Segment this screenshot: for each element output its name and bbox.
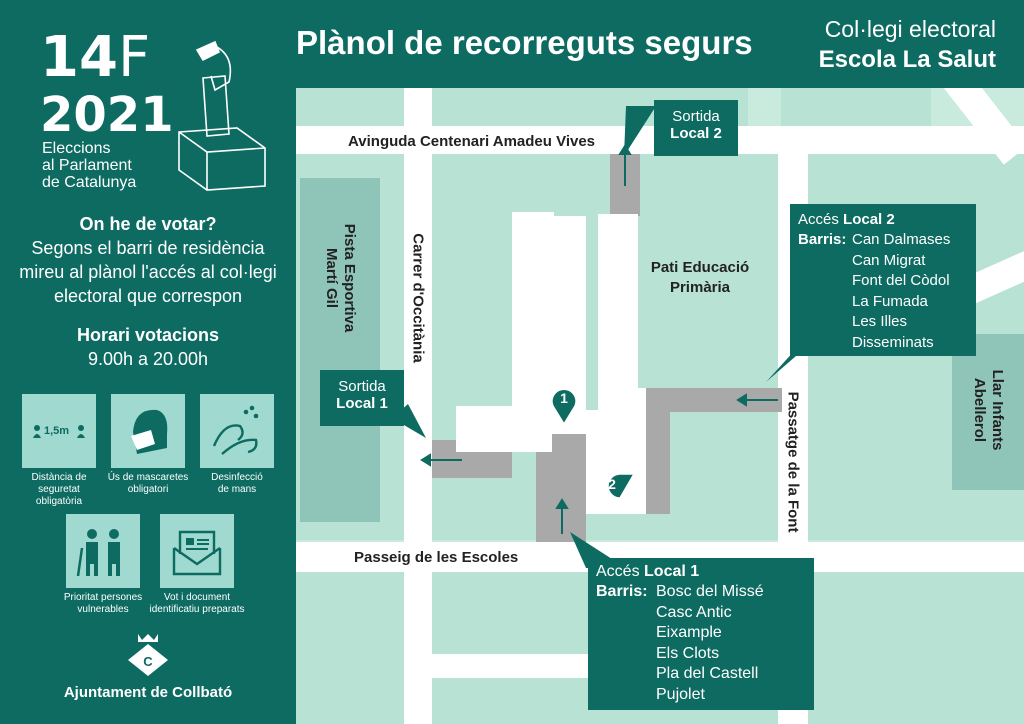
logo-year: 2021 [40, 87, 174, 143]
distance-tile: 1,5m [22, 394, 96, 468]
street-avinguda: Avinguda Centenari Amadeu Vives [348, 133, 596, 150]
description-line-2: mireu al plànol l'accés al col·legi [19, 262, 277, 282]
place-line: Pati Educació [650, 259, 750, 276]
marker-1-label: 1 [560, 390, 568, 406]
elderly-tile [66, 514, 140, 588]
logo-month: F [118, 25, 151, 90]
page-title: Plànol de recorreguts segurs [296, 24, 753, 61]
marker-2-icon [607, 473, 636, 499]
caption-line: Ús de mascaretes [107, 472, 189, 483]
elderly-caption: Prioritat persones vulnerables [50, 592, 156, 616]
access-local2-heading: Accés Local 2 [798, 210, 895, 231]
envelope-tile [160, 514, 234, 588]
park-pista [300, 178, 380, 522]
ballot-box-icon [178, 40, 266, 191]
caption-line: obligatòria [35, 496, 83, 507]
exit-local2-word: Sortida [672, 108, 720, 125]
distance-icon [33, 425, 85, 438]
access-local1-name: Local 1 [644, 563, 700, 580]
barri-item: Casc Antic [656, 603, 732, 621]
election-logo: 14 F 2021 Eleccions al Parlament de Cata… [0, 0, 296, 200]
map-block [781, 88, 931, 126]
sidebar: 14 F 2021 Eleccions al Parlament de Cata… [0, 0, 296, 724]
exit-local1-name: Local 1 [336, 395, 388, 412]
map: 1 2 Avinguda Centenari Amadeu Vives Pass… [296, 88, 1024, 724]
header [296, 0, 1024, 88]
hands-caption: Desinfecció de mans [196, 472, 278, 496]
barri-item: Els Clots [656, 644, 720, 662]
school-building [456, 212, 646, 514]
barri-item: Eixample [656, 624, 722, 641]
mask-icon [131, 409, 168, 454]
route-arrows [420, 144, 778, 534]
description-line-3: electoral que correspon [53, 286, 243, 306]
barri-item: Les Illes [852, 313, 908, 330]
logo-line-1: Eleccions [42, 140, 111, 157]
access-word: Accés [798, 211, 839, 228]
caption-line: de mans [217, 484, 257, 495]
council-crest-icon [128, 634, 168, 676]
caption-line: Prioritat persones [63, 592, 143, 603]
elderly-icon [76, 529, 120, 577]
mask-caption: Ús de mascaretes obligatori [102, 472, 194, 496]
schedule-title: Horari votacions [76, 325, 220, 345]
envelope-icon [172, 530, 222, 576]
access-local2-box: Accés Local 2 Barris: Can Dalmases Can M… [790, 204, 976, 356]
distance-caption: Distància de seguretat obligatòria [18, 472, 100, 508]
caption-line: Distància de [31, 472, 87, 483]
exit-local2-box: Sortida Local 2 [654, 100, 738, 156]
council-name: Ajuntament de Collbató [63, 684, 233, 701]
polling-station-name: Escola La Salut [818, 46, 996, 73]
schedule-time: 9.00h a 20.00h [87, 349, 209, 369]
barri-item: Pujolet [656, 685, 705, 703]
map-block [296, 88, 404, 126]
exit-local1-word: Sortida [338, 378, 386, 395]
hands-tile [200, 394, 274, 468]
barris-label: Barris: [798, 231, 847, 248]
caption-line: seguretat [38, 484, 80, 495]
safe-path [646, 388, 670, 514]
caption-line: obligatori [127, 484, 169, 495]
barri-item: Disseminats [852, 333, 934, 351]
caption-line: Vot i document [163, 592, 231, 603]
park-llar [952, 334, 1024, 490]
place-pati: Pati Educació Primària [640, 258, 760, 298]
marker-2-label: 2 [608, 476, 616, 492]
logo-line-3: de Catalunya [42, 174, 137, 191]
caption-line: Desinfecció [211, 472, 263, 483]
access-local1-heading: Accés Local 1 [596, 562, 699, 583]
barri-item: Font del Còdol [852, 272, 950, 289]
street-passeig: Passeig de les Escoles [354, 549, 519, 566]
description-line-1: Segons el barri de residència [31, 238, 265, 258]
envelope-caption: Vot i document identificatiu preparats [142, 592, 252, 616]
distance-value: 1,5m [44, 425, 70, 437]
mask-tile [111, 394, 185, 468]
barris-label: Barris: [596, 583, 648, 600]
barris-list-local1: Bosc del Missé Casc Antic Eixample Els C… [656, 582, 764, 705]
access-local2-name: Local 2 [843, 211, 895, 228]
polling-station-label: Col·legi electoral [824, 16, 996, 42]
barri-item: La Fumada [852, 292, 928, 310]
barri-item: Pla del Castell [656, 665, 759, 682]
access-local1-box: Accés Local 1 Barris: Bosc del Missé Cas… [588, 558, 814, 710]
logo-line-2: al Parlament [42, 157, 132, 174]
barri-item: Can Migrat [852, 251, 926, 269]
barris-list-local2: Can Dalmases Can Migrat Font del Còdol L… [852, 230, 950, 353]
question-heading: On he de votar? [79, 214, 217, 234]
place-line: Primària [669, 279, 731, 296]
access-word: Accés [596, 563, 640, 580]
logo-day: 14 [40, 25, 118, 90]
hands-icon [212, 405, 259, 455]
council-crest-letter: C [143, 654, 153, 669]
map-block [296, 572, 404, 724]
caption-line: vulnerables [77, 604, 129, 615]
exit-local1-box: Sortida Local 1 [320, 370, 404, 426]
barri-item: Can Dalmases [852, 231, 951, 248]
caption-line: identificatiu preparats [149, 604, 245, 615]
marker-1-icon [551, 388, 577, 426]
barri-item: Bosc del Missé [656, 583, 764, 600]
exit-local2-name: Local 2 [670, 125, 722, 142]
